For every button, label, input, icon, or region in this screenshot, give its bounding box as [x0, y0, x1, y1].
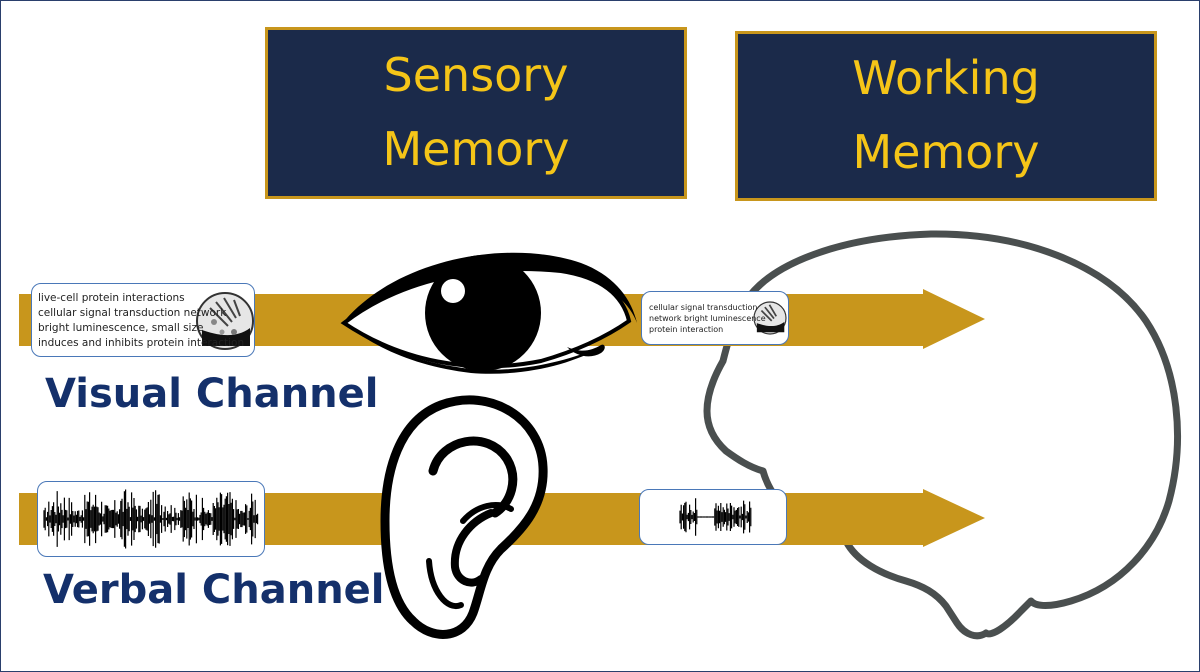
visual-working-text: cellular signal transduction network bri…: [649, 303, 766, 334]
sensory-header-line-1: Sensory: [383, 48, 569, 103]
ear-icon: [380, 395, 548, 639]
cell-illustration-icon: [753, 301, 787, 335]
visual-channel-label: Visual Channel: [45, 371, 379, 417]
visual-sensory-text: live-cell protein interactions cellular …: [38, 292, 245, 349]
working-header-line-2: Memory: [852, 125, 1040, 179]
sound-waveform-icon: [679, 498, 752, 536]
visual-sensory-card: live-cell protein interactions cellular …: [31, 283, 255, 357]
verbal-sensory-card: [37, 481, 265, 557]
working-memory-header: Working Memory: [735, 31, 1157, 201]
eye-icon: [340, 252, 637, 374]
verbal-working-card: [639, 489, 787, 545]
sensory-memory-header: Sensory Memory: [265, 27, 687, 199]
visual-working-card: cellular signal transduction network bri…: [641, 291, 789, 345]
verbal-channel-label: Verbal Channel: [43, 567, 385, 613]
sound-waveform-icon: [43, 489, 259, 549]
cell-illustration-icon: [196, 292, 254, 350]
sensory-header-line-2: Memory: [382, 122, 570, 176]
working-header-line-1: Working: [852, 51, 1040, 106]
